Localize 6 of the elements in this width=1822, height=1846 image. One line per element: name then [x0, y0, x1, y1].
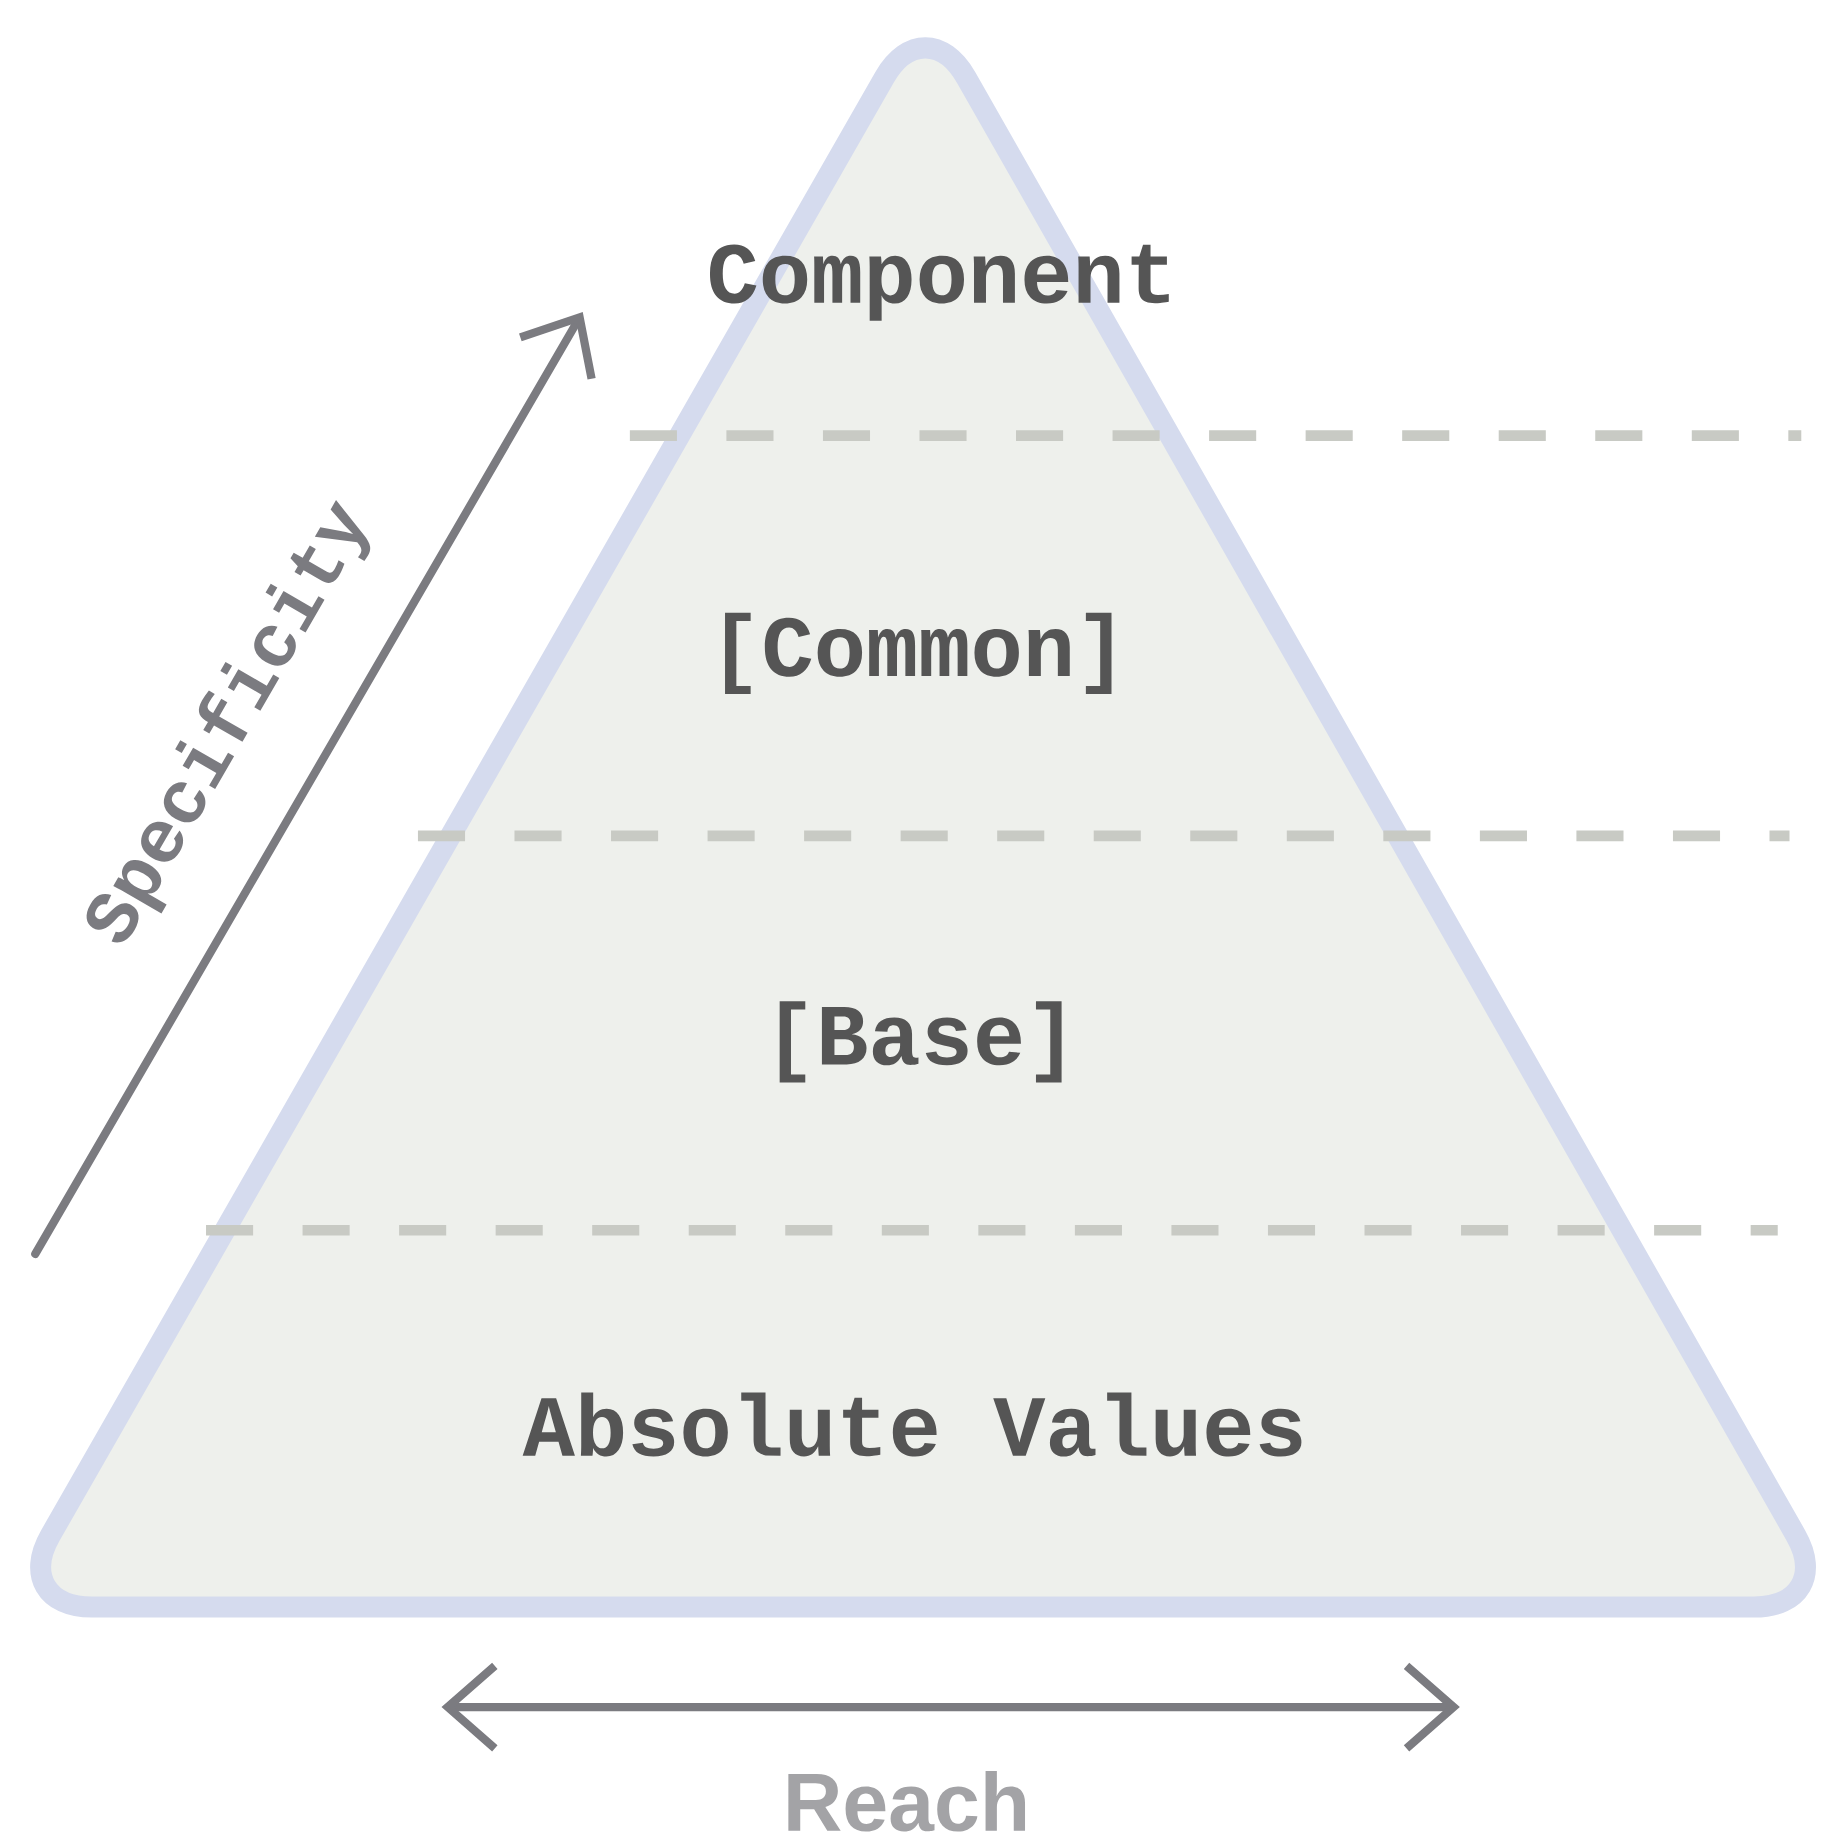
axis-label: Reach [788, 1771, 1025, 1832]
layer-label: [Base] [779, 1001, 1062, 1083]
layer-label: Absolute Values [522, 1392, 1302, 1457]
layer-label: [Common] [724, 612, 1112, 694]
pyramid [30, 37, 1816, 1618]
layer-label: Component [709, 244, 1169, 321]
